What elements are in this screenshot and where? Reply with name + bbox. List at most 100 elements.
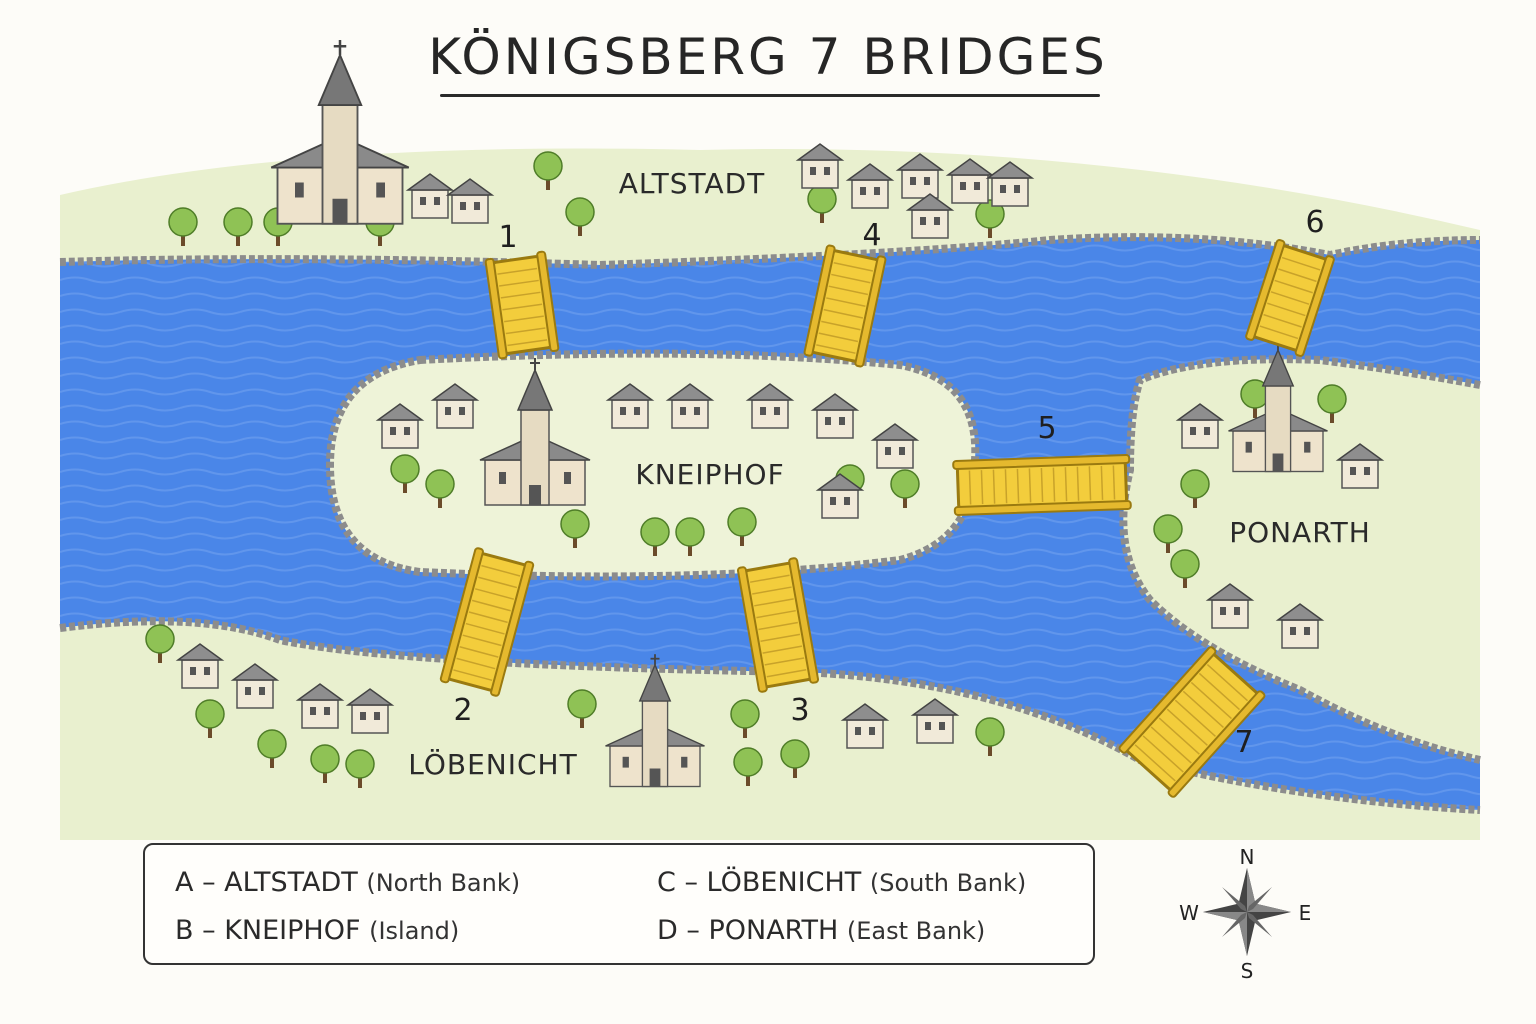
tree-icon [1170,549,1200,588]
house-icon [845,163,895,209]
legend-name: PONARTH [708,915,839,946]
tree-icon [560,509,590,548]
bridge-4 [803,244,887,368]
tree-icon [1180,469,1210,508]
tree-icon [257,729,287,768]
region-label-ponarth: PONARTH [1229,516,1371,549]
tree-icon [168,207,198,246]
region-label-altstadt: ALTSTADT [619,167,766,200]
bridge-1 [484,250,560,360]
legend-letter: C [657,867,676,898]
legend-letter: A [175,867,194,898]
church-icon [270,40,410,225]
tree-icon [975,199,1005,238]
tree-icon [310,744,340,783]
compass-west: W [1179,901,1199,925]
bridge-number-4: 4 [862,218,881,253]
legend-item-c: C – LÖBENICHT (South Bank) [657,867,1027,898]
bridge-5 [952,454,1132,516]
legend-note: (South Bank) [869,869,1027,897]
compass-south: S [1241,959,1254,983]
house-icon [605,383,655,429]
legend-letter: B [175,915,194,946]
compass-east: E [1299,901,1312,925]
houses [175,143,1385,749]
house-icon [445,178,495,224]
bridges [439,239,1335,798]
map-title: KÖNIGSBERG 7 BRIDGES [428,28,1108,86]
legend-item-a: A – ALTSTADT (North Bank) [175,867,521,898]
title-underline [440,94,1100,97]
house-icon [1275,603,1325,649]
region-label-kneiphof: KNEIPHOF [635,458,784,491]
house-icon [1175,403,1225,449]
legend-note: (East Bank) [846,917,986,945]
house-icon [405,173,455,219]
tree-icon [675,517,705,556]
house-icon [665,383,715,429]
legend-item-d: D – PONARTH (East Bank) [657,915,986,946]
bridge-3 [736,557,820,693]
bridge-2 [439,547,535,697]
tree-icon [640,517,670,556]
tree-icon [195,699,225,738]
house-icon [345,688,395,734]
house-icon [905,193,955,239]
house-icon [810,393,860,439]
church-icon [605,654,705,788]
churches [270,40,1328,788]
bridge-number-7: 7 [1234,725,1253,760]
tree-icon [975,717,1005,756]
bridge-number-1: 1 [498,220,517,255]
house-icon [910,698,960,744]
south-bank [60,621,1480,840]
legend-box: A – ALTSTADT (North Bank) B – KNEIPHOF (… [143,843,1095,965]
house-icon [1205,583,1255,629]
tree-icon [1317,384,1347,423]
tree-icon [565,197,595,236]
tree-icon [533,151,563,190]
compass-rose-icon [1203,868,1291,956]
house-icon [895,153,945,199]
tree-icon [425,469,455,508]
tree-icon [390,454,420,493]
house-icon [985,161,1035,207]
bridge-number-2: 2 [453,693,472,728]
tree-icon [223,207,253,246]
house-icon [795,143,845,189]
tree-icon [345,749,375,788]
house-icon [840,703,890,749]
legend-note: (Island) [369,917,460,945]
legend-name: ALTSTADT [224,867,358,898]
house-icon [230,663,280,709]
legend-item-b: B – KNEIPHOF (Island) [175,915,460,946]
bridge-number-5: 5 [1037,411,1056,446]
east-bank [1123,359,1480,760]
tree-icon [780,739,810,778]
house-icon [1335,443,1385,489]
region-label-lobenicht: LÖBENICHT [408,747,577,781]
legend-note: (North Bank) [366,869,521,897]
tree-icon [890,469,920,508]
house-icon [175,643,225,689]
tree-icon [1153,514,1183,553]
tree-icon [727,507,757,546]
bridge-6 [1245,239,1335,357]
compass-north: N [1240,845,1255,869]
tree-icon [567,689,597,728]
bridge-numbers: 1 2 3 4 5 6 7 [453,205,1324,760]
house-icon [745,383,795,429]
house-icon [375,403,425,449]
house-icon [945,158,995,204]
legend-name: KNEIPHOF [224,915,361,946]
church-icon [479,358,591,506]
legend-name: LÖBENICHT [706,867,862,898]
house-icon [870,423,920,469]
tree-icon [145,624,175,663]
bridge-number-6: 6 [1305,205,1324,240]
legend-letter: D [657,915,678,946]
house-icon [295,683,345,729]
bridge-number-3: 3 [790,693,809,728]
house-icon [815,473,865,519]
